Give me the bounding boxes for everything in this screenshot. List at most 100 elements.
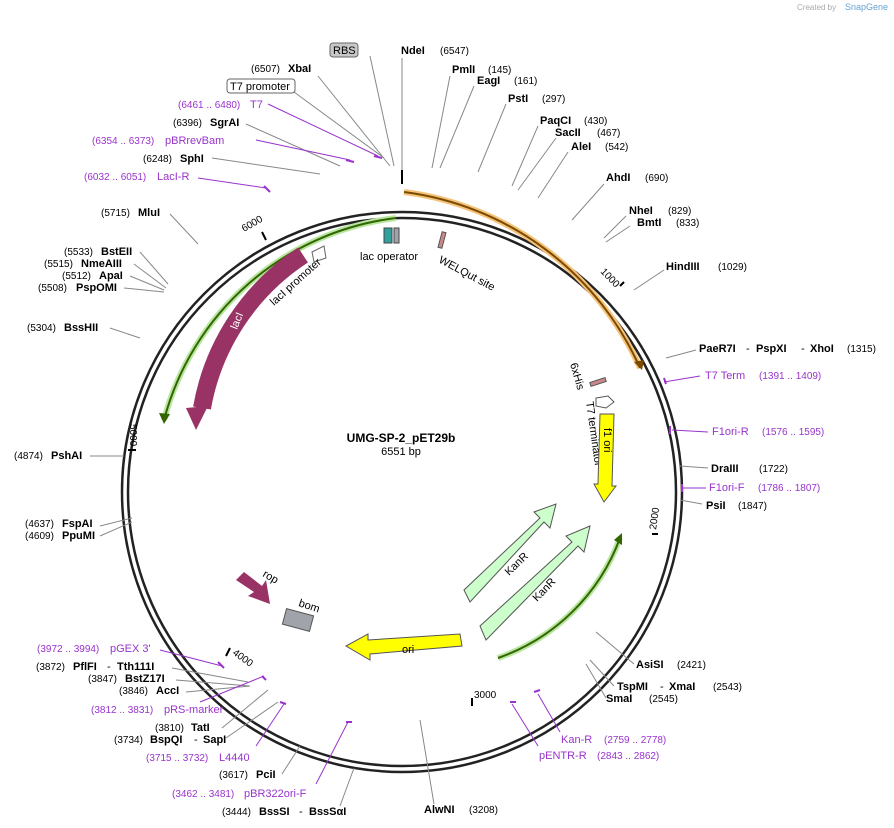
- svg-text:AsiSI: AsiSI: [636, 659, 664, 671]
- feature-label-lac-operator: lac operator: [360, 251, 418, 263]
- primer-prs-marker: (3812 .. 3831)pRS-marker: [91, 704, 224, 716]
- svg-text:ApaI: ApaI: [99, 270, 123, 282]
- credit-text: Created by: [797, 3, 836, 12]
- svg-text:BssSαI: BssSαI: [309, 806, 346, 818]
- tick-4000: 4000: [225, 648, 255, 670]
- svg-text:(833): (833): [676, 218, 699, 229]
- svg-text:HindIII: HindIII: [666, 261, 700, 273]
- tick-2000: 2000: [648, 506, 662, 535]
- svg-text:(5512): (5512): [62, 271, 91, 282]
- svg-text:(4637): (4637): [25, 519, 54, 530]
- svg-text:NheI: NheI: [629, 205, 653, 217]
- svg-text:BstZ17I: BstZ17I: [125, 673, 165, 685]
- orf-green-right: [497, 537, 621, 659]
- svg-text:(6396): (6396): [173, 118, 202, 129]
- svg-text:NmeAIII: NmeAIII: [81, 258, 122, 270]
- tick-6000: 6000: [240, 214, 267, 241]
- enzyme-alei: AleI (542): [571, 141, 628, 153]
- enzyme-psii: PsiI(1847): [706, 500, 767, 512]
- feature-label-ori: ori: [402, 644, 414, 656]
- svg-text:PspXI: PspXI: [756, 343, 787, 355]
- svg-text:(5508): (5508): [38, 283, 67, 294]
- svg-text:(1391 .. 1409): (1391 .. 1409): [759, 371, 821, 382]
- enzyme-hindiii: HindIII (1029): [666, 261, 747, 273]
- leader-lines: [90, 55, 709, 807]
- svg-text:(3972 .. 3994): (3972 .. 3994): [37, 644, 99, 655]
- svg-text:(5515): (5515): [44, 259, 73, 270]
- enzyme-tati: (3810)TatI: [155, 722, 210, 734]
- svg-text:(3734): (3734): [114, 735, 143, 746]
- svg-text:(1315): (1315): [847, 344, 876, 355]
- feature-label-welqut: WELQut site: [437, 254, 497, 294]
- enzyme-pflfi: (3872) PflFI - Tth111I: [36, 661, 154, 673]
- orf-green-right-head: [614, 533, 622, 545]
- enzyme-apai: (5512) ApaI: [62, 270, 123, 282]
- svg-text:(6032 .. 6051): (6032 .. 6051): [84, 172, 146, 183]
- svg-text:BstEII: BstEII: [101, 246, 132, 258]
- svg-text:Tth111I: Tth111I: [117, 661, 154, 673]
- svg-text:BssSI: BssSI: [259, 806, 290, 818]
- svg-text:(542): (542): [605, 142, 628, 153]
- svg-text:-: -: [299, 806, 303, 818]
- enzyme-sgrai: (6396)SgrAI: [173, 117, 239, 129]
- feature-laci: [193, 247, 308, 410]
- enzyme-fspai: (4637)FspAI: [25, 518, 93, 530]
- orf-green-left-head: [159, 413, 170, 424]
- svg-text:4000: 4000: [230, 648, 255, 670]
- svg-text:XbaI: XbaI: [288, 63, 311, 75]
- svg-text:(4609): (4609): [25, 531, 54, 542]
- primer-t7: (6461 .. 6480)T7: [178, 99, 263, 111]
- svg-text:AccI: AccI: [156, 685, 179, 697]
- svg-text:SmaI: SmaI: [606, 693, 632, 705]
- svg-text:PaeR7I: PaeR7I: [699, 343, 736, 355]
- svg-text:(3846): (3846): [119, 686, 148, 697]
- enzyme-nhei: NheI(829): [629, 205, 691, 217]
- primer-f1ori-r: F1ori-R(1576 .. 1595): [712, 426, 824, 438]
- boxed-t7-promoter: T7 promoter: [226, 78, 296, 94]
- feature-kanr-1: [463, 503, 557, 603]
- svg-text:(3617): (3617): [219, 770, 248, 781]
- enzyme-bsssi: (3444) BssSI - BssSαI: [222, 806, 346, 818]
- snapgene-logo: SnapGene: [845, 2, 888, 12]
- svg-text:PspOMI: PspOMI: [76, 282, 117, 294]
- enzyme-ndei: NdeI(6547): [401, 45, 469, 57]
- svg-text:PshAI: PshAI: [51, 450, 82, 462]
- svg-text:BspQI: BspQI: [150, 734, 182, 746]
- primer-pbrrevbam: (6354 .. 6373)pBRrevBam: [92, 135, 224, 147]
- feature-kanr-2: [479, 525, 591, 641]
- svg-text:Kan-R: Kan-R: [561, 734, 592, 746]
- tick-3000: 3000: [471, 690, 497, 706]
- feature-label-f1-ori: f1 ori: [601, 428, 613, 452]
- svg-text:(297): (297): [542, 94, 565, 105]
- svg-text:(4874): (4874): [14, 451, 43, 462]
- svg-text:pGEX 3': pGEX 3': [110, 643, 151, 655]
- enzyme-bmti: BmtI(833): [637, 217, 699, 229]
- svg-text:(690): (690): [645, 173, 668, 184]
- svg-text:(1029): (1029): [718, 262, 747, 273]
- svg-text:DraIII: DraIII: [711, 463, 739, 475]
- svg-text:-: -: [746, 343, 750, 355]
- svg-text:(3847): (3847): [88, 674, 117, 685]
- svg-text:AleI: AleI: [571, 141, 591, 153]
- enzyme-psti: PstI(297): [508, 93, 565, 105]
- svg-text:F1ori-F: F1ori-F: [709, 482, 745, 494]
- svg-text:(2545): (2545): [649, 694, 678, 705]
- svg-text:(6248): (6248): [143, 154, 172, 165]
- enzyme-bspqi: (3734) BspQI - SapI: [114, 734, 226, 746]
- primer-ticks: [217, 155, 683, 723]
- feature-f1-ori: [593, 413, 617, 503]
- svg-text:PflFI: PflFI: [73, 661, 97, 673]
- svg-text:(6547): (6547): [440, 46, 469, 57]
- enzyme-alwni: AlwNI(3208): [424, 804, 498, 816]
- svg-text:2000: 2000: [648, 506, 662, 530]
- svg-text:EagI: EagI: [477, 75, 500, 87]
- svg-text:AhdI: AhdI: [606, 172, 630, 184]
- svg-text:6000: 6000: [240, 214, 265, 235]
- enzyme-bsteii: (5533)BstEII: [64, 246, 132, 258]
- backbone-inner: [126, 216, 678, 768]
- feature-lac-operator-2: [393, 227, 400, 244]
- enzyme-smai: SmaI (2545): [606, 693, 678, 705]
- feature-label-6xhis: 6xHis: [567, 362, 586, 392]
- svg-text:(3872): (3872): [36, 662, 65, 673]
